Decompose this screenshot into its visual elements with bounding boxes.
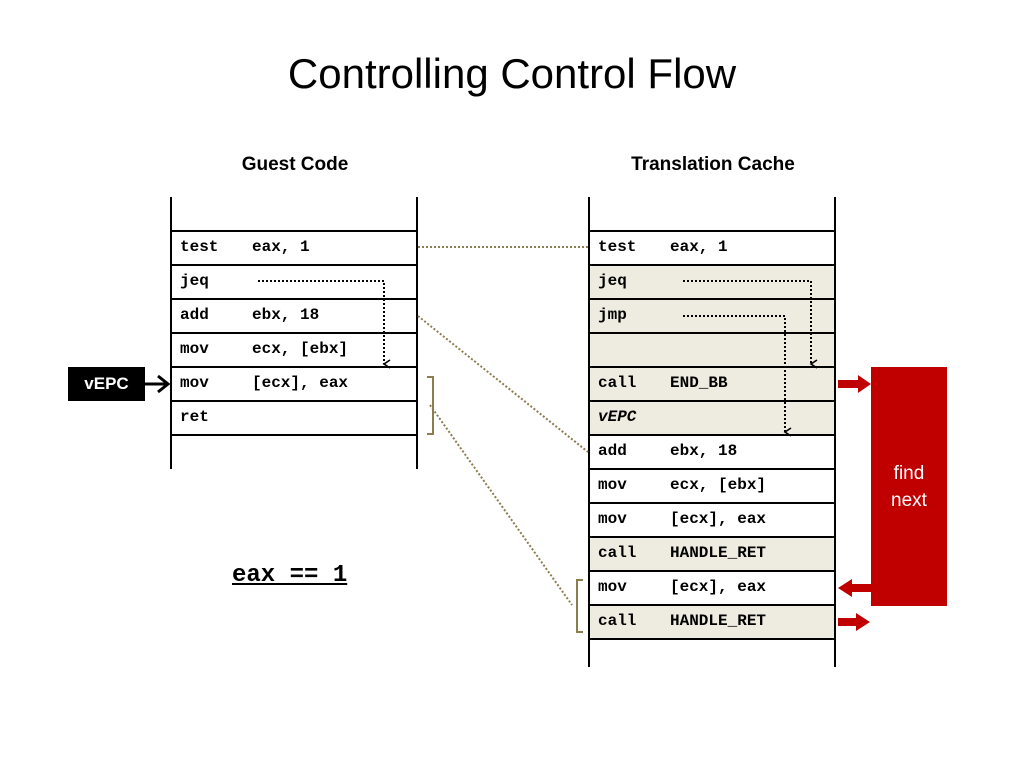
cache-bracket (576, 579, 583, 633)
cache-row-args: eax, 1 (670, 238, 728, 256)
cache-row-args: HANDLE_RET (670, 544, 767, 562)
cache-row-op: mov (598, 476, 627, 494)
guest-row: mov ecx, [ebx] (170, 332, 418, 368)
guest-row: ret (170, 400, 418, 436)
cache-row: test eax, 1 (588, 230, 836, 266)
cache-row-args: HANDLE_RET (670, 612, 767, 630)
guest-row: add ebx, 18 (170, 298, 418, 334)
condition-label: eax == 1 (232, 562, 348, 589)
find-next-box: find next (871, 367, 947, 606)
cache-row: add ebx, 18 (588, 434, 836, 470)
red-arrow-right-icon (838, 613, 870, 631)
cache-row: call HANDLE_RET (588, 604, 836, 640)
guest-row-op: add (180, 306, 209, 324)
cache-row: call END_BB (588, 366, 836, 402)
cache-row: call HANDLE_RET (588, 536, 836, 572)
cache-row-args: [ecx], eax (670, 510, 767, 528)
map-line-ret (429, 404, 573, 606)
guest-row-args: [ecx], eax (252, 374, 349, 392)
guest-row-op: mov (180, 340, 209, 358)
cache-row: jeq (588, 264, 836, 300)
cache-row-empty (588, 332, 836, 368)
cache-row: mov [ecx], eax (588, 570, 836, 606)
vepc-pointer-badge: vEPC (68, 367, 145, 401)
cache-row-op: mov (598, 578, 627, 596)
cache-row-op: call (598, 612, 637, 630)
cache-row-op: call (598, 374, 637, 392)
find-next-line2: next (891, 489, 927, 511)
guest-row: test eax, 1 (170, 230, 418, 266)
slide-title: Controlling Control Flow (287, 50, 737, 97)
cache-row: mov ecx, [ebx] (588, 468, 836, 504)
guest-row-op: mov (180, 374, 209, 392)
cache-row-args: END_BB (670, 374, 728, 392)
cache-row-op: jmp (598, 306, 627, 324)
guest-code-header: Guest Code (241, 154, 349, 175)
cache-row-op: call (598, 544, 637, 562)
cache-row: jmp (588, 298, 836, 334)
guest-row-args: ecx, [ebx] (252, 340, 349, 358)
guest-row-op: ret (180, 408, 209, 426)
red-arrow-right-icon (838, 375, 871, 393)
cache-row-op: mov (598, 510, 627, 528)
cache-row-op: jeq (598, 272, 627, 290)
cache-row-op: vEPC (598, 408, 637, 426)
cache-row-op: add (598, 442, 627, 460)
translation-cache-header: Translation Cache (631, 154, 795, 175)
guest-row-op: jeq (180, 272, 209, 290)
red-arrow-left-icon (838, 579, 871, 597)
cache-row-args: [ecx], eax (670, 578, 767, 596)
cache-row-args: ebx, 18 (670, 442, 738, 460)
guest-row-args: eax, 1 (252, 238, 310, 256)
map-line-add (417, 315, 589, 453)
find-next-line1: find (893, 462, 925, 484)
guest-row: jeq (170, 264, 418, 300)
guest-row: mov [ecx], eax (170, 366, 418, 402)
vepc-arrow-icon (145, 374, 171, 394)
guest-row-args: ebx, 18 (252, 306, 320, 324)
cache-row: mov [ecx], eax (588, 502, 836, 538)
cache-row-vepc: vEPC (588, 400, 836, 436)
cache-row-op: test (598, 238, 637, 256)
cache-row-args: ecx, [ebx] (670, 476, 767, 494)
guest-bracket (427, 376, 434, 435)
guest-row-op: test (180, 238, 219, 256)
